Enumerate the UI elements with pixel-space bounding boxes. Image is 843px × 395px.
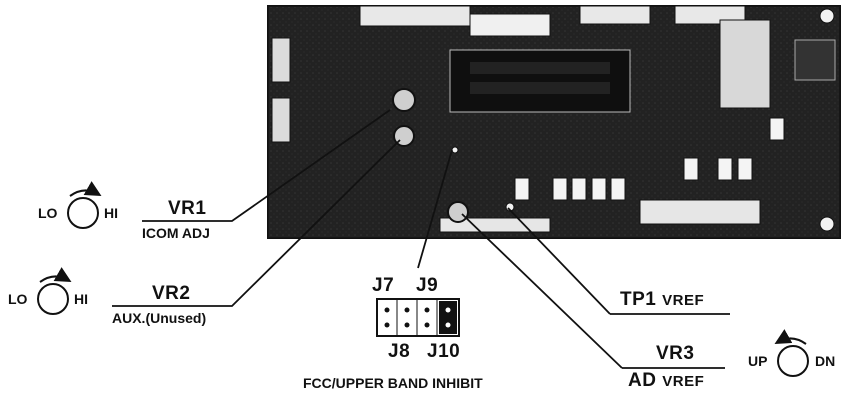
tp1-vref: VREF <box>662 292 705 309</box>
jumper-caption: FCC/UPPER BAND INHIBIT <box>303 375 483 391</box>
vr1-description: ICOM ADJ <box>142 225 210 241</box>
vr2-description: AUX.(Unused) <box>112 310 207 326</box>
vr3-vref: VREF <box>662 373 705 390</box>
jumper-j9-label: J9 <box>416 275 439 296</box>
vr3-name: VR3 <box>656 343 695 364</box>
jumper-j7-label: J7 <box>372 275 395 296</box>
jumper-j10-label: J10 <box>427 341 461 362</box>
vr1-leader <box>142 109 391 222</box>
jumper-leader <box>417 149 453 269</box>
vr3-down-label: DN <box>815 353 836 369</box>
jumper-block <box>376 298 460 337</box>
knob-symbol-vr2 <box>37 267 72 315</box>
vr3-up-label: UP <box>748 353 768 369</box>
vr3-diagonal <box>461 213 623 369</box>
vr2-name: VR2 <box>152 283 191 304</box>
vr3-description: AD <box>628 370 657 391</box>
knob-symbol-vr3 <box>774 329 809 377</box>
tp1-name: TP1 <box>620 289 657 310</box>
tp1-label: TP1 VREF <box>620 289 704 311</box>
vr1-low-label: LO <box>38 205 58 221</box>
vr1-high-label: HI <box>104 205 118 221</box>
vr3-description-group: AD VREF <box>628 370 704 392</box>
jumper-shunt-j10 <box>439 301 457 334</box>
vr1-name: VR1 <box>168 198 207 219</box>
jumper-j8-label: J8 <box>388 341 411 362</box>
tp1-diagonal <box>507 207 611 315</box>
knob-symbol-vr1 <box>67 181 102 229</box>
leader-lines <box>112 109 730 369</box>
vr2-low-label: LO <box>8 291 28 307</box>
vr2-high-label: HI <box>74 291 88 307</box>
vr2-leader <box>112 139 401 307</box>
circuit-board <box>267 5 841 239</box>
